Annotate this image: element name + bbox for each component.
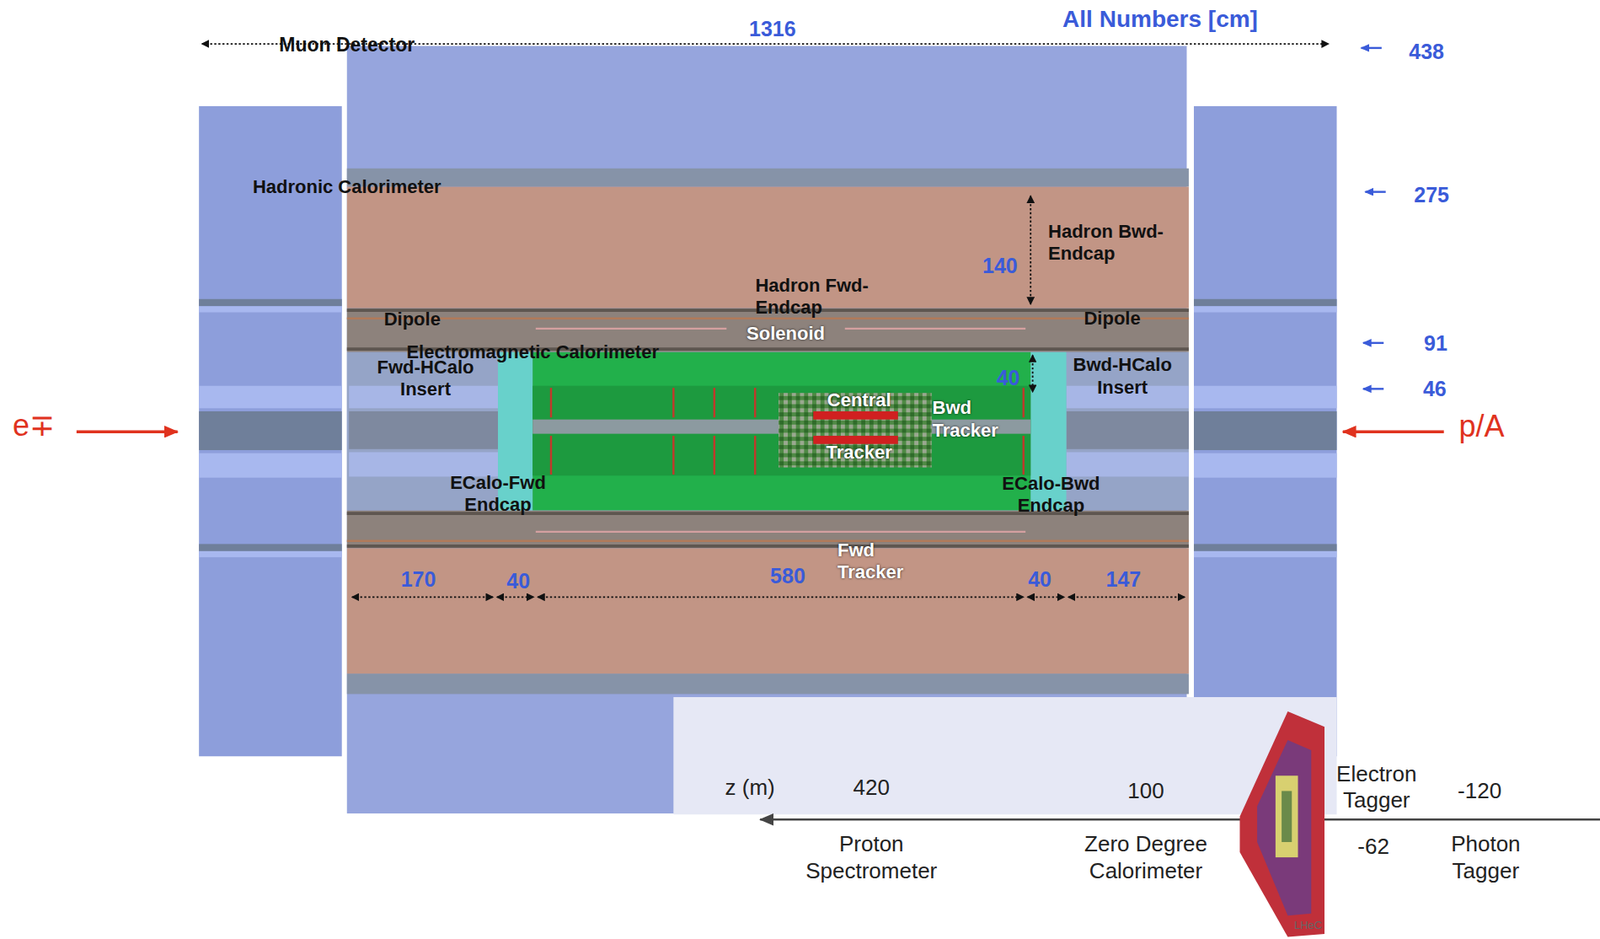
hcal-insert: Bwd-HCalo Insert [1059, 352, 1185, 401]
solenoid-magnet: Solenoid [743, 321, 829, 347]
node-label: Hadronic Calorimeter [252, 175, 442, 198]
node-label: Fwd-HCalo Insert [366, 356, 485, 402]
node-label: ECalo-Bwd Endcap [994, 472, 1108, 518]
magnet-bands [347, 308, 1189, 549]
dimension-number: 580 [770, 562, 806, 589]
annotation-label: Photon Tagger [1434, 830, 1536, 883]
annotation-label: 100 [1127, 777, 1164, 804]
annotation-label: -120 [1457, 777, 1502, 804]
lhec-thumbnail [1239, 711, 1325, 937]
ecal-endcap [497, 352, 533, 511]
node-label: ECalo-Fwd Endcap [441, 471, 556, 517]
annotation-label: Zero Degree Calorimeter [1070, 830, 1222, 883]
tracker: Bwd Tracker [929, 395, 1021, 444]
annotation-label: 420 [853, 774, 890, 801]
node-label: Dipole [384, 308, 441, 331]
radius-arrows [1361, 48, 1386, 389]
dimension-number: 275 [1413, 181, 1450, 208]
annotation-label: p/A [1458, 408, 1504, 445]
dimension-number: 46 [1423, 375, 1447, 402]
dimension-number: 40 [1027, 566, 1052, 592]
hcal-region [347, 187, 1189, 309]
ecal-endcap: ECalo-Bwd Endcap [990, 470, 1112, 520]
node-label: Central Tracker [814, 374, 904, 479]
hadron-endcap: Hadron Bwd-Endcap [1044, 219, 1170, 268]
tracker: Central Tracker [811, 372, 907, 481]
node-label: Electromagnetic Calorimeter [406, 341, 659, 364]
hadron-endcap: Hadron Fwd-Endcap [353, 219, 479, 268]
hadronic-calorimeter: Hadron Fwd-Endcap Hadron Bwd-EndcapDipole… [347, 187, 1189, 675]
tracker: Fwd Tracker [569, 395, 661, 444]
node-label: Fwd Tracker [837, 539, 922, 584]
annotation-label: Proton Spectrometer [795, 830, 948, 883]
dipole-magnet: Dipole [380, 306, 445, 332]
node-label: Hadron Fwd-Endcap [754, 274, 873, 320]
annotation-label: LHeC [1294, 919, 1322, 933]
muon-detector: Hadron Fwd-Endcap Hadron Bwd-EndcapDipole… [347, 45, 1188, 814]
ecal-barrel [532, 352, 1031, 511]
annotation-label: All Numbers [cm] [1062, 5, 1258, 34]
annotation-label: -62 [1357, 834, 1390, 861]
dimension-number: 91 [1423, 330, 1448, 356]
dipole-magnet: Dipole [1080, 305, 1144, 332]
node-label: Dipole [1083, 307, 1140, 330]
hcal-insert: Fwd-HCalo Insert [363, 354, 488, 403]
dimension-number: 1316 [749, 16, 797, 42]
node-label: Solenoid [746, 322, 825, 345]
z-panel [673, 696, 1337, 814]
node-label: Bwd Tracker [932, 396, 1017, 442]
dimension-number: 40 [506, 567, 530, 594]
annotation-label: e∓ [12, 406, 55, 444]
central-tracker-texture [778, 392, 932, 467]
beam-arrows [76, 429, 1445, 434]
z-axis [759, 818, 1600, 820]
endcap-caps [198, 106, 1337, 756]
node-label: Hadron Bwd-Endcap [1048, 220, 1167, 266]
annotation-label: Electron Tagger [1326, 760, 1428, 814]
node-label: Bwd-HCalo Insert [1063, 353, 1182, 399]
dimension-number: 147 [1106, 566, 1142, 592]
dimension-number: 140 [982, 252, 1018, 279]
dimension-number: 170 [401, 566, 437, 592]
electromagnetic-calorimeter: Fwd TrackerCentral TrackerBwd TrackerEle… [532, 352, 1031, 511]
node-label: Muon Detector [278, 34, 415, 59]
dimension-lines [202, 43, 1329, 597]
dimension-number: 40 [996, 364, 1021, 391]
annotation-label: z (m) [725, 774, 776, 801]
ecal-endcap: ECalo-Fwd Endcap [438, 470, 559, 519]
dimension-number: 438 [1408, 38, 1445, 65]
